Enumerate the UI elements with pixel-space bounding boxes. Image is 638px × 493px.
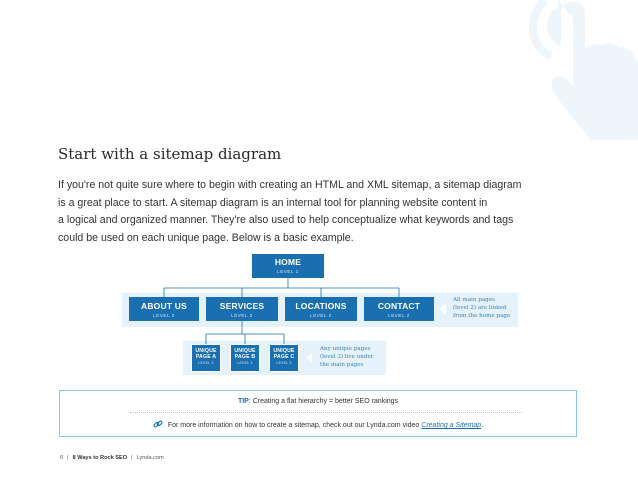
locations-node: LOCATIONS LEVEL 2 [285, 297, 357, 321]
node-label: UNIQUE [234, 348, 256, 354]
intro-line: is a great place to start. A sitemap dia… [58, 196, 488, 209]
footer-separator: | [67, 455, 69, 461]
node-label: PAGE B [234, 354, 256, 361]
page-footer: 6|8 Ways to Rock SEO|Lynda.com [60, 455, 164, 461]
node-level: LEVEL 3 [237, 361, 253, 366]
services-node: SERVICES LEVEL 2 [206, 297, 278, 321]
site-name: Lynda.com [136, 455, 164, 461]
intro-line: a logical and organized manner. They're … [58, 214, 514, 226]
tip-text: TIP: Creating a flat hierarchy = better … [60, 398, 576, 405]
more-info-body: For more information on how to create a … [167, 422, 422, 429]
tip-body: : Creating a flat hierarchy = better SEO… [248, 398, 399, 405]
node-label: ABOUT US [141, 301, 187, 311]
note-line: (level 2) are linked [453, 305, 507, 312]
book-title: 8 Ways to Rock SEO [72, 455, 128, 461]
creating-sitemap-link[interactable]: Creating a Sitemap [421, 422, 482, 429]
node-label: LOCATIONS [295, 301, 347, 311]
node-level: LEVEL 2 [231, 313, 253, 318]
contact-node: CONTACT LEVEL 2 [364, 297, 434, 321]
pointing-hand-icon [528, 0, 638, 140]
more-info-text: For more information on how to create a … [60, 419, 576, 429]
home-node: HOME LEVEL 1 [252, 254, 324, 278]
tip-box: TIP: Creating a flat hierarchy = better … [59, 390, 577, 437]
node-level: LEVEL 2 [388, 313, 410, 318]
node-label: UNIQUE [195, 348, 217, 354]
footer-separator: | [131, 455, 133, 461]
node-label: UNIQUE [273, 348, 295, 354]
note-line: the main pages [320, 362, 364, 369]
unique-page-a-node: UNIQUE PAGE A LEVEL 3 [191, 344, 221, 372]
main-pages-note: All main pages (level 2) are linked from… [453, 296, 510, 321]
node-label: PAGE A [195, 354, 217, 361]
note-line: from the home page [453, 313, 511, 320]
node-label: CONTACT [377, 301, 421, 311]
more-info-end: . [481, 422, 484, 429]
unique-page-b-node: UNIQUE PAGE B LEVEL 3 [230, 344, 260, 372]
intro-paragraph: If you're not quite sure where to begin … [58, 177, 578, 247]
intro-line: could be used on each unique page. Below… [58, 231, 354, 244]
unique-page-c-node: UNIQUE PAGE C LEVEL 3 [269, 344, 299, 372]
node-label: PAGE C [273, 354, 295, 361]
node-label: SERVICES [219, 301, 265, 311]
node-label: HOME [274, 257, 302, 267]
unique-pages-note: Any unique pages (level 3) live under th… [320, 345, 373, 370]
link-icon [153, 420, 163, 428]
node-level: LEVEL 1 [277, 269, 299, 274]
tip-label: TIP [237, 398, 249, 405]
intro-line: If you're not quite sure where to begin … [58, 179, 522, 191]
node-level: LEVEL 2 [153, 313, 175, 318]
note-line: Any unique pages [320, 346, 371, 352]
node-level: LEVEL 3 [276, 361, 292, 366]
node-level: LEVEL 3 [198, 361, 214, 366]
about-us-node: ABOUT US LEVEL 2 [129, 297, 199, 321]
page-number: 6 [60, 455, 64, 461]
page-title: Start with a sitemap diagram [58, 145, 282, 163]
note-line: (level 3) live under [320, 354, 374, 361]
dotted-divider [130, 412, 522, 413]
node-level: LEVEL 2 [310, 313, 332, 318]
note-line: All main pages [453, 297, 495, 303]
